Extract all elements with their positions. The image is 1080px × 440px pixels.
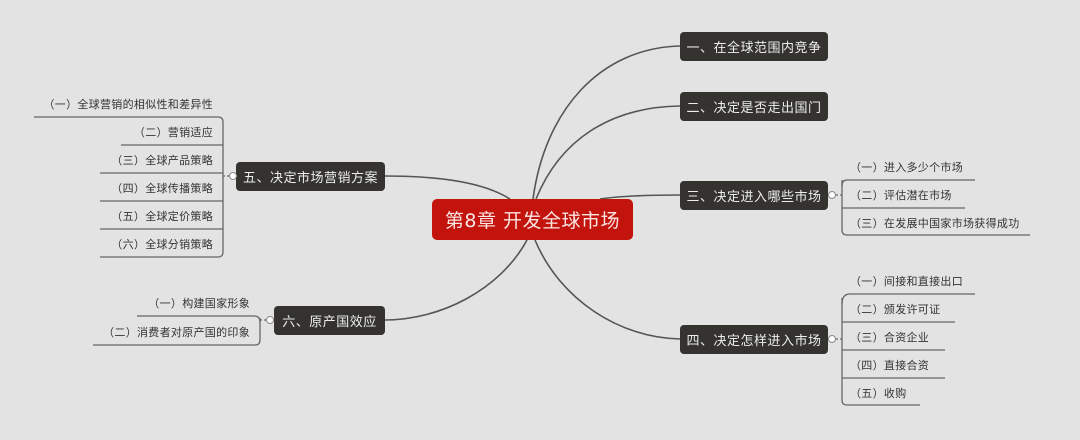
subtopic[interactable]: （一）进入多少个市场: [850, 161, 963, 174]
collapse-toggle-icon[interactable]: [266, 316, 274, 324]
subtopic[interactable]: （四）直接合资: [850, 359, 930, 372]
subtopic[interactable]: （二）评估潜在市场: [850, 189, 952, 202]
subtopic[interactable]: （一）构建国家形象: [148, 297, 250, 310]
subtopic[interactable]: （四）全球传播策略: [111, 182, 213, 195]
subtopic[interactable]: （六）全球分销策略: [111, 238, 213, 251]
subtopic[interactable]: （二）颁发许可证: [850, 303, 941, 316]
subtopic[interactable]: （一）全球营销的相似性和差异性: [43, 98, 213, 111]
topic-country-of-origin[interactable]: 六、原产国效应: [274, 306, 385, 335]
collapse-toggle-icon[interactable]: [229, 172, 237, 180]
subtopic[interactable]: （五）收购: [850, 387, 907, 400]
central-topic[interactable]: 第8章 开发全球市场: [432, 199, 633, 240]
topic-decide-go-abroad[interactable]: 二、决定是否走出国门: [680, 92, 828, 121]
subtopic[interactable]: （五）全球定价策略: [111, 210, 213, 223]
collapse-toggle-icon[interactable]: [828, 191, 836, 199]
topic-decide-which-markets[interactable]: 三、决定进入哪些市场: [680, 181, 828, 210]
subtopic[interactable]: （二）营销适应: [133, 126, 213, 139]
topic-compete-globally[interactable]: 一、在全球范围内竞争: [680, 32, 828, 61]
topic-decide-how-enter[interactable]: 四、决定怎样进入市场: [680, 325, 828, 354]
subtopic[interactable]: （三）全球产品策略: [111, 154, 213, 167]
topic-marketing-program[interactable]: 五、决定市场营销方案: [236, 162, 385, 191]
subtopic[interactable]: （三）合资企业: [850, 331, 930, 344]
collapse-toggle-icon[interactable]: [828, 335, 836, 343]
subtopic[interactable]: （三）在发展中国家市场获得成功: [850, 217, 1020, 230]
subtopic[interactable]: （一）间接和直接出口: [850, 275, 963, 288]
subtopic[interactable]: （二）消费者对原产国的印象: [103, 326, 250, 339]
